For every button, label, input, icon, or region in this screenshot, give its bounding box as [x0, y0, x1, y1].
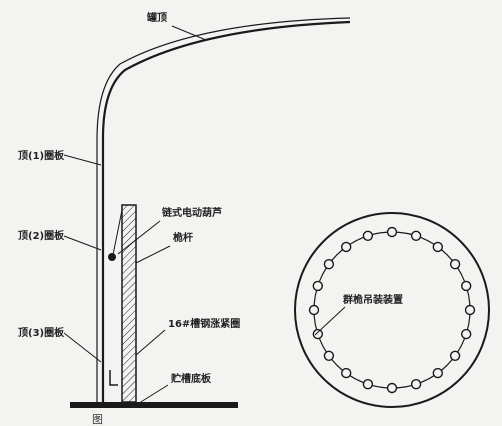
mast-position-dot — [386, 382, 398, 394]
leader-chain-hoist — [117, 220, 161, 255]
tank-wall-and-roof — [101, 20, 351, 402]
figure-caption: 图 — [92, 413, 103, 426]
mast-position-dot — [308, 304, 320, 316]
mast-base-hook — [109, 370, 118, 386]
tank-plan-inner — [313, 231, 471, 389]
leader-mast — [135, 245, 171, 264]
label-hoist-group: 群桅吊装装置 — [343, 293, 403, 306]
mast-position-dot — [449, 350, 461, 361]
mast — [121, 204, 137, 403]
mast-position-dot — [461, 328, 472, 340]
label-plate-3: 顶(3)圈板 — [18, 326, 65, 339]
mast-position-dot — [312, 328, 323, 340]
mast-position-dot — [464, 304, 476, 316]
tank-bottom-plate — [70, 402, 238, 408]
tank-roof-inner — [96, 17, 351, 402]
leader-tank-bottom — [135, 384, 169, 406]
mast-position-dot — [410, 379, 422, 390]
hoist-chain — [112, 209, 123, 256]
label-top-cap: 罐顶 — [146, 11, 167, 24]
mast-position-dot — [461, 280, 472, 292]
leader-plate-1 — [63, 154, 102, 166]
label-mast: 桅杆 — [173, 231, 193, 244]
mast-position-dot — [386, 226, 398, 238]
chain-hoist-body — [108, 253, 116, 261]
tank-plan-outer — [294, 212, 490, 408]
mast-position-dot — [312, 280, 323, 292]
mast-position-dot — [432, 241, 443, 253]
leader-plate-2 — [63, 235, 102, 251]
label-channel-ring: 16#槽钢涨紧圈 — [168, 317, 240, 330]
leader-top-cap — [171, 25, 207, 41]
leader-plate-3 — [63, 332, 102, 363]
mast-position-dot — [323, 350, 335, 361]
mast-position-dot — [362, 379, 374, 390]
mast-position-dot — [341, 241, 352, 253]
mast-position-dot — [432, 367, 443, 379]
label-plate-2: 顶(2)圈板 — [18, 229, 65, 242]
mast-positions — [308, 226, 476, 394]
mast-position-dot — [362, 230, 374, 242]
mast-position-dot — [449, 259, 461, 270]
leader-channel-ring — [135, 329, 166, 356]
mast-position-dot — [323, 259, 335, 270]
mast-position-dot — [410, 230, 422, 242]
leader-hoist-group — [314, 306, 346, 336]
mast-position-dot — [341, 367, 352, 379]
label-chain-hoist: 链式电动葫芦 — [161, 206, 222, 219]
label-tank-bottom: 贮槽底板 — [170, 372, 212, 385]
label-plate-1: 顶(1)圈板 — [18, 149, 65, 162]
